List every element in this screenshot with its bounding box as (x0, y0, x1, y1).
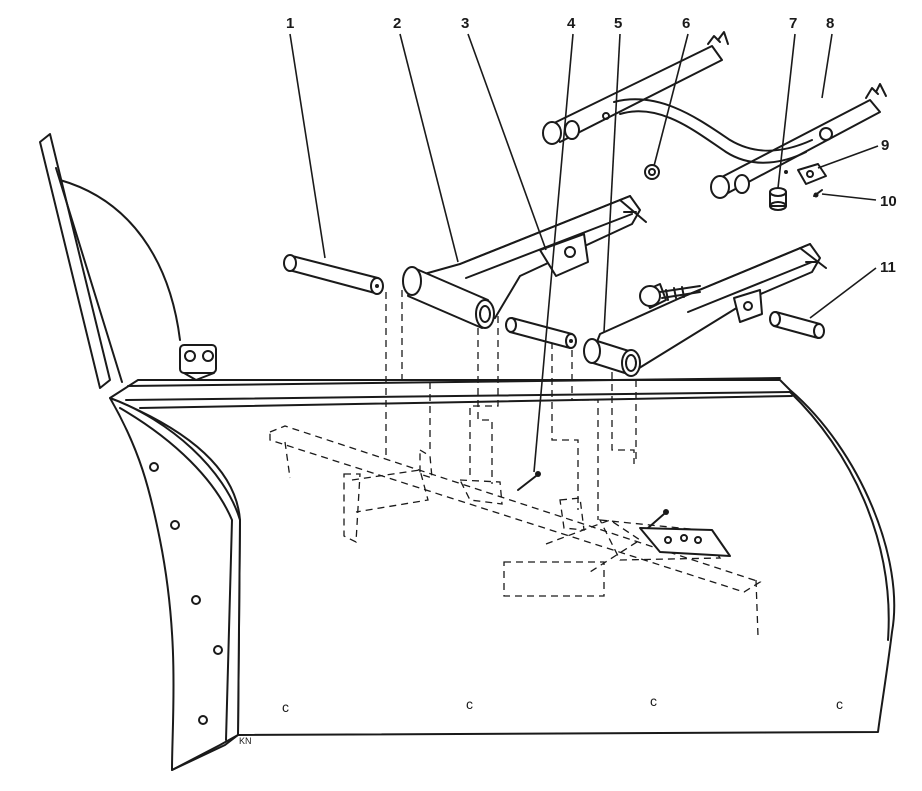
leader-10 (821, 193, 877, 201)
leader-11 (809, 267, 877, 319)
part-6-hex-nut (644, 164, 660, 180)
svg-text:c: c (282, 699, 289, 715)
callout-3: 3 (461, 15, 469, 32)
clevis-bracket (179, 344, 217, 381)
callout-numbers: 1 2 3 4 5 6 7 8 9 10 11 (286, 15, 897, 276)
part-10-clip-pin (813, 189, 823, 198)
leader-9 (817, 145, 879, 169)
svg-text:c: c (836, 696, 843, 712)
plow-blade: c c c c KN (109, 377, 896, 771)
end-wing-inner-edge (119, 407, 233, 741)
blade-end-wing (109, 397, 241, 771)
callout-6: 6 (682, 15, 690, 32)
callout-10: 10 (880, 193, 897, 210)
cotter-pin-right (647, 509, 669, 529)
part-8-a-frame (542, 31, 887, 199)
part-11-pivot-pin (769, 311, 825, 339)
part-5-push-arm-right (583, 243, 827, 377)
blade-right-curve (789, 391, 890, 641)
part-2-push-arm-left (402, 195, 647, 329)
callout-5: 5 (614, 15, 622, 32)
svg-text:c: c (466, 696, 473, 712)
leader-5 (603, 33, 621, 333)
leader-2 (399, 33, 459, 263)
callout-9: 9 (881, 137, 889, 154)
leader-4 (533, 33, 574, 473)
artist-initials: KN (239, 736, 252, 746)
callout-4: 4 (567, 15, 576, 32)
callout-7: 7 (789, 15, 797, 32)
leader-lines (289, 33, 879, 473)
part-7-bushing (769, 187, 787, 211)
end-wing-bottom (171, 734, 239, 771)
svg-text:c: c (650, 693, 657, 709)
upright-post (39, 133, 111, 389)
blade-top-edge (125, 377, 793, 409)
leader-7 (777, 33, 796, 189)
left-upright-frame (39, 133, 217, 389)
hidden-mounting-frame (269, 290, 762, 637)
upright-curved-brace (59, 179, 181, 341)
leader-3 (467, 33, 547, 251)
leader-8 (821, 33, 833, 99)
callout-1: 1 (286, 15, 294, 32)
callout-8: 8 (826, 15, 834, 32)
wing-bolt-holes (149, 462, 223, 725)
blade-bottom-bolt-holes: c c c c (282, 693, 843, 715)
moldboard-face (109, 379, 896, 736)
leader-1 (289, 33, 326, 259)
mounting-plate (639, 527, 731, 557)
part-1-pivot-pin (283, 254, 384, 295)
callout-11: 11 (880, 259, 896, 276)
leader-6 (653, 33, 689, 167)
part-3-pivot-pin (505, 317, 577, 349)
callout-2: 2 (393, 15, 401, 32)
part-9-lock-plate (784, 163, 827, 185)
cotter-pin-lower (517, 471, 541, 491)
